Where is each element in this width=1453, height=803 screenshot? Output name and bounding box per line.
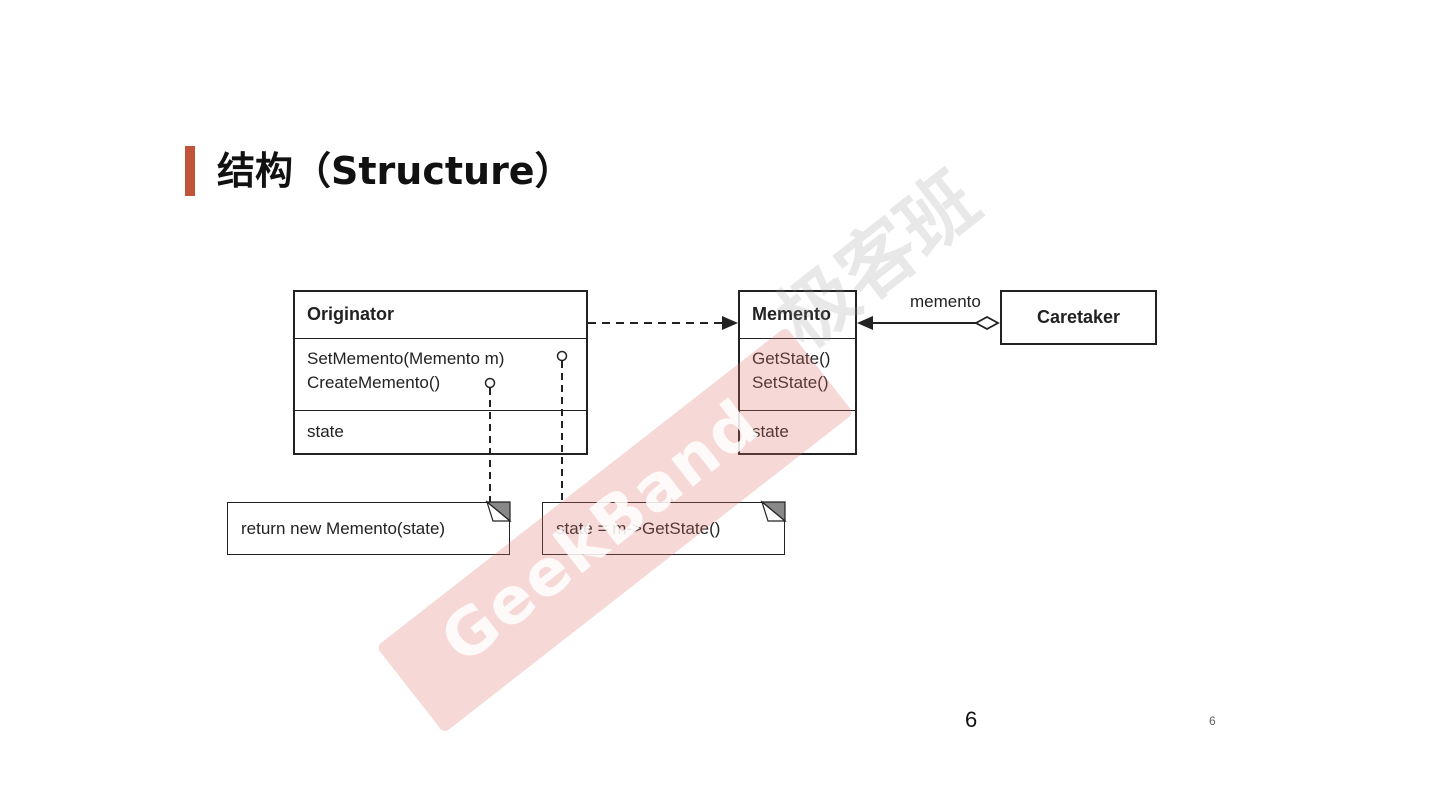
page-number-small: 6: [1209, 714, 1216, 728]
note-anchor-create-memento: [484, 377, 496, 389]
operation-set-state: SetState(): [752, 373, 829, 392]
memento-class: Memento GetState() SetState() state: [738, 290, 857, 455]
aggregation-arrowhead: [857, 316, 873, 330]
caretaker-class-name: Caretaker: [1036, 307, 1121, 327]
originator-operations-section: SetMemento(Memento m) CreateMemento(): [295, 339, 586, 411]
originator-name-section: Originator: [295, 292, 586, 339]
memento-attribute-state: state: [752, 422, 789, 441]
note-fold-corner-set-memento: [760, 500, 787, 522]
originator-attributes-section: state: [295, 411, 586, 453]
note-create-memento-text: return new Memento(state): [241, 519, 446, 538]
aggregation-diamond: [974, 315, 1000, 331]
page-number: 6: [965, 707, 978, 732]
originator-class: Originator SetMemento(Memento m) CreateM…: [293, 290, 588, 455]
operation-create-memento: CreateMemento(): [307, 373, 441, 392]
note-set-memento: state = m->GetState(): [542, 502, 785, 555]
memento-attributes-section: state: [740, 411, 855, 453]
slide-title: 结构（Structure）: [217, 149, 573, 193]
memento-operations-section: GetState() SetState(): [740, 339, 855, 411]
operation-set-memento: SetMemento(Memento m): [307, 349, 505, 368]
memento-name-section: Memento: [740, 292, 855, 339]
note-create-memento: return new Memento(state): [227, 502, 510, 555]
caretaker-class: Caretaker: [1000, 290, 1157, 345]
memento-class-name: Memento: [752, 304, 832, 324]
association-label-memento: memento: [910, 292, 981, 311]
note-set-memento-text: state = m->GetState(): [556, 519, 721, 538]
originator-class-name: Originator: [307, 304, 395, 324]
note-anchor-set-memento: [556, 350, 568, 362]
dependency-arrowhead: [722, 316, 738, 330]
title-accent-bar: [185, 146, 195, 196]
note-fold-corner-create-memento: [485, 500, 512, 522]
originator-attribute-state: state: [307, 422, 344, 441]
operation-get-state: GetState(): [752, 349, 831, 368]
